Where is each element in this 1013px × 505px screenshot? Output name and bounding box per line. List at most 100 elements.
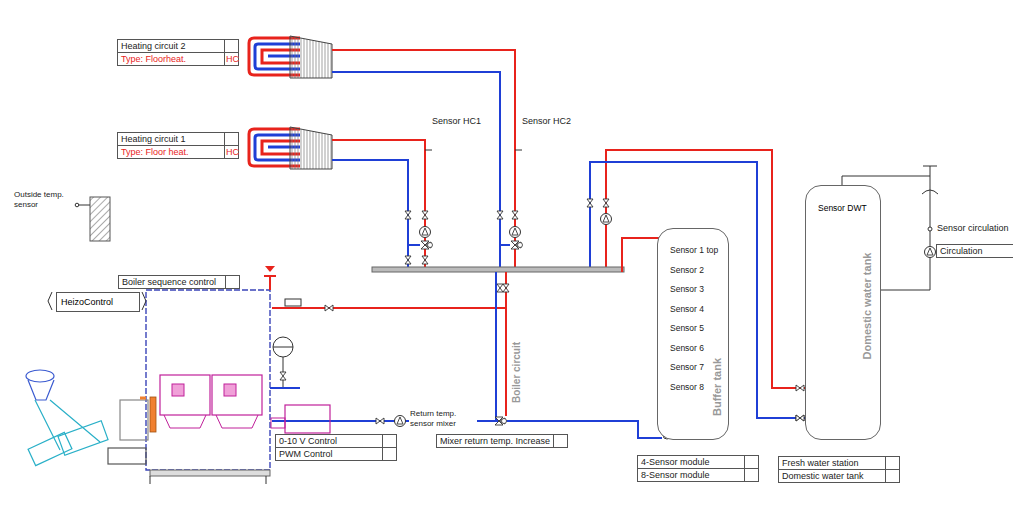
node-box: Heating circuit 2 Type: Floorheat.HC	[117, 39, 239, 66]
drawing-part	[75, 203, 79, 207]
drawing-part	[796, 415, 804, 421]
table-cell	[383, 435, 396, 447]
drawing-part	[495, 272, 497, 421]
drawing-part	[500, 244, 510, 246]
table-cell	[745, 469, 758, 481]
drawing-part	[325, 305, 333, 311]
drawing-part	[90, 197, 110, 241]
node-box: 0-10 V ControlPWM Control	[275, 434, 397, 461]
cell-text: Mixer return temp. Increase	[440, 436, 550, 446]
drawing-part	[280, 372, 286, 380]
sensor-label: Sensor 7	[670, 362, 704, 372]
cell-text: Heating circuit 1	[121, 134, 186, 144]
drawing-part	[273, 337, 293, 357]
drawing-part	[796, 385, 804, 391]
sensor-label: Sensor 4	[670, 304, 704, 314]
cell-text: Fresh water station	[782, 458, 859, 468]
drawing-part	[332, 50, 515, 268]
label-text: Sensor HC2	[522, 116, 571, 127]
drawing-part	[928, 227, 932, 231]
drawing-part	[408, 244, 420, 246]
drawing-part	[146, 290, 270, 470]
drawing-part	[422, 211, 428, 219]
cell-text: HC	[226, 54, 239, 64]
table-cell: Circulation	[937, 245, 1013, 257]
node-box: Mixer return temp. Increase	[436, 434, 568, 448]
radiator-hc2	[249, 36, 332, 78]
drawing-part	[601, 214, 612, 225]
drawing-part	[273, 347, 293, 348]
drawing-part	[150, 470, 270, 476]
drawing-part	[425, 150, 432, 151]
table-cell	[383, 448, 396, 460]
drawing-part	[26, 370, 54, 382]
outside-wall	[75, 197, 110, 241]
valves-pumps	[325, 199, 804, 427]
boiler-circuit-pipes	[272, 238, 662, 438]
table-cell	[226, 276, 239, 288]
drawing-part	[376, 418, 384, 424]
node-box: Boiler sequence control	[118, 275, 240, 289]
node-box: Circulation	[936, 244, 1013, 258]
drawing-part	[140, 397, 146, 400]
sensor-label: Sensor DWT	[818, 203, 867, 213]
drawing-part	[150, 397, 156, 432]
table-cell	[886, 470, 899, 482]
node-box: Fresh water stationDomestic water tank	[778, 456, 900, 483]
table-cell	[225, 133, 238, 145]
cell-text: 0-10 V Control	[279, 436, 337, 446]
label-text: Boiler circuit	[511, 341, 522, 402]
table-cell: HC	[225, 53, 238, 65]
table-cell	[225, 40, 238, 52]
cell-text: Heating circuit 2	[121, 41, 186, 51]
drawing-part	[150, 476, 151, 484]
cell-text: Domestic water tank	[782, 471, 864, 481]
tank-title: Domestic water tank	[861, 253, 873, 360]
drawing-part	[266, 476, 267, 484]
drawing-part	[285, 405, 330, 433]
fuel-feed	[26, 370, 148, 466]
drawing-part	[923, 166, 937, 176]
drawing-part	[497, 211, 503, 219]
drawing-part	[587, 199, 593, 207]
tank-title: Buffer tank	[711, 358, 723, 416]
table-cell: Type: Floor heat.	[118, 146, 224, 158]
drawing-part	[78, 205, 90, 206]
drawing-part	[511, 241, 523, 249]
label-text: Sensor circulation	[937, 223, 1009, 234]
table-cell: Type: Floorheat.	[118, 53, 224, 65]
drawing-part	[58, 421, 108, 456]
drawing-part	[515, 150, 522, 151]
node-box: Heating circuit 1 Type: Floor heat.HC	[117, 132, 239, 159]
drawing-part	[285, 299, 301, 306]
drawing-part	[922, 190, 938, 194]
drawing-part	[510, 227, 521, 238]
drawing-part	[495, 417, 507, 425]
cell-text: HC	[226, 147, 239, 157]
hc2-pipes	[332, 50, 522, 268]
drawing-part	[512, 211, 518, 219]
cell-text: PWM Control	[279, 449, 333, 459]
drawing-part	[395, 416, 406, 427]
table-cell: 4-Sensor module	[638, 456, 744, 468]
sensor-label: Sensor 3	[670, 284, 704, 294]
node-box: 4-Sensor module8-Sensor module	[637, 455, 759, 482]
radiator-hc1	[249, 127, 332, 169]
drawing-part	[120, 400, 148, 440]
drawing-part	[160, 375, 210, 415]
table-cell: HC	[225, 146, 238, 158]
drawing-part	[503, 284, 509, 292]
table-cell	[886, 457, 899, 469]
drawing-part	[422, 256, 428, 264]
node-box: Sensor DWT Domestic water tank	[805, 185, 881, 440]
node-box: HeizoControl	[56, 292, 140, 312]
drawing-part	[265, 266, 275, 272]
table-cell	[554, 435, 567, 447]
table-cell: PWM Control	[276, 448, 382, 460]
drawing-part	[271, 418, 285, 428]
drawing-part	[172, 384, 184, 396]
cell-text: Circulation	[940, 246, 983, 256]
table-cell: Mixer return temp. Increase	[437, 435, 553, 447]
drawing-part	[420, 227, 431, 238]
